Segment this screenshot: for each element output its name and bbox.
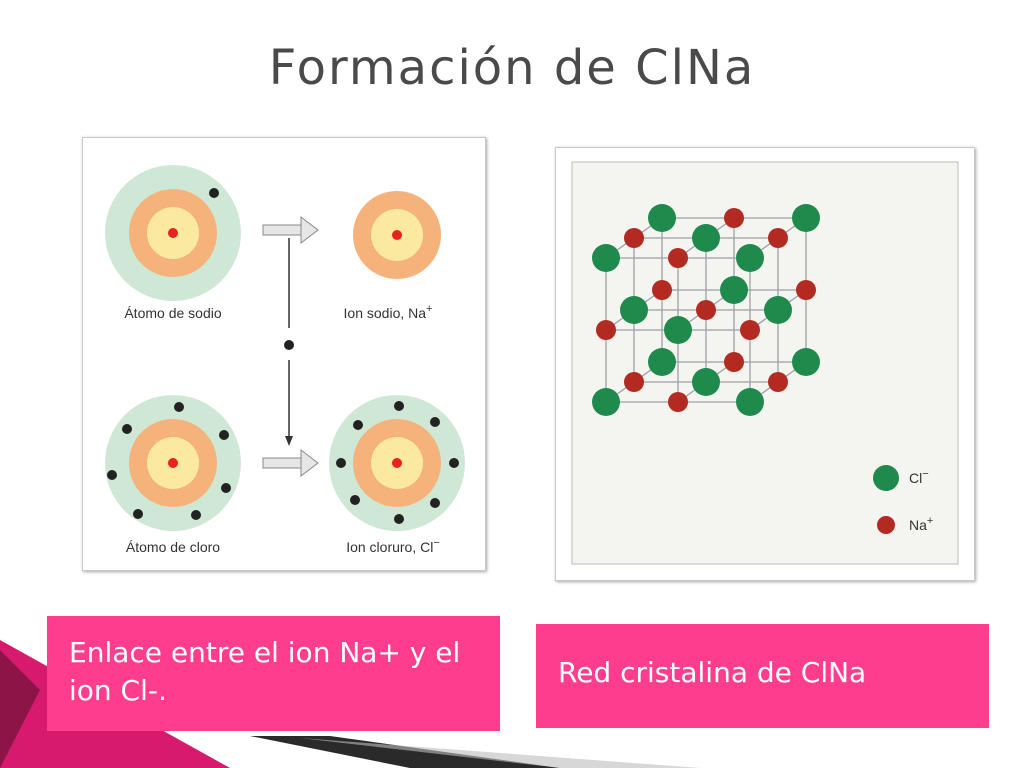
slide-title: Formación de ClNa — [268, 40, 756, 96]
sodium-ion-sphere — [652, 280, 672, 300]
decor-grey-streak — [300, 738, 700, 768]
valence-electron — [209, 188, 219, 198]
chloride-ion-sphere — [592, 244, 620, 272]
chloride-ion-sphere — [692, 224, 720, 252]
chloride-ion-label: Ion cloruro, Cl− — [346, 537, 440, 555]
chloride-ion-sphere — [792, 348, 820, 376]
chlorine-atom-label: Átomo de cloro — [126, 539, 220, 555]
legend-item-sodium: Na+ — [877, 515, 933, 534]
legend: Cl− Na+ — [873, 465, 933, 534]
sodium-ion-sphere — [724, 208, 744, 228]
ion-formation-figure: Átomo de sodio Ion sodio, Na+ — [82, 137, 486, 571]
svg-text:Na+: Na+ — [909, 515, 933, 533]
sodium-ion-sphere — [624, 228, 644, 248]
sodium-ion-sphere — [696, 300, 716, 320]
chlorine-atom — [105, 395, 241, 531]
chloride-ion-sphere — [736, 244, 764, 272]
chloride-ion-sphere — [592, 388, 620, 416]
chloride-ion — [329, 395, 465, 531]
electron-transfer-arrow — [284, 238, 294, 446]
chloride-ion-sphere — [792, 204, 820, 232]
sodium-ion-sphere — [668, 392, 688, 412]
crystal-lattice-figure: Cl− Na+ — [555, 147, 975, 581]
sodium-ion-sphere — [768, 372, 788, 392]
sodium-ion-sphere — [624, 372, 644, 392]
sodium-ion-sphere — [596, 320, 616, 340]
chloride-ion-sphere — [664, 316, 692, 344]
transferred-electron — [284, 340, 294, 350]
chloride-ion-sphere — [648, 348, 676, 376]
decor-dark-wedge — [0, 650, 40, 768]
sodium-ion-sphere — [768, 228, 788, 248]
sodium-ion-sphere — [796, 280, 816, 300]
chloride-ion-sphere — [648, 204, 676, 232]
ion-formation-diagram: Átomo de sodio Ion sodio, Na+ — [105, 165, 465, 555]
chloride-ion-sphere — [620, 296, 648, 324]
chloride-ion-sphere — [736, 388, 764, 416]
chloride-ion-sphere — [720, 276, 748, 304]
chloride-ion-sphere — [764, 296, 792, 324]
sodium-ion-sphere — [740, 320, 760, 340]
arrow-right-bottom — [262, 448, 319, 478]
arrow-right-top — [262, 215, 319, 245]
decor-black-streak — [250, 736, 560, 768]
svg-text:Cl−: Cl− — [909, 468, 929, 486]
chloride-ion-sphere — [692, 368, 720, 396]
sodium-atom — [105, 165, 241, 301]
caption-crystal-lattice: Red cristalina de ClNa — [536, 624, 989, 728]
lattice-background — [571, 161, 959, 565]
crystal-lattice-diagram: Cl− Na+ — [571, 161, 959, 565]
sodium-ion-sphere — [668, 248, 688, 268]
sodium-ion — [353, 191, 441, 279]
sodium-ion-label: Ion sodio, Na+ — [344, 303, 433, 321]
sodium-ion-sphere — [724, 352, 744, 372]
legend-item-chloride: Cl− — [873, 465, 929, 491]
nacl-lattice — [592, 204, 820, 416]
caption-ionic-bond: Enlace entre el ion Na+ y el ion Cl-. — [47, 616, 500, 731]
sodium-atom-label: Átomo de sodio — [124, 305, 221, 321]
